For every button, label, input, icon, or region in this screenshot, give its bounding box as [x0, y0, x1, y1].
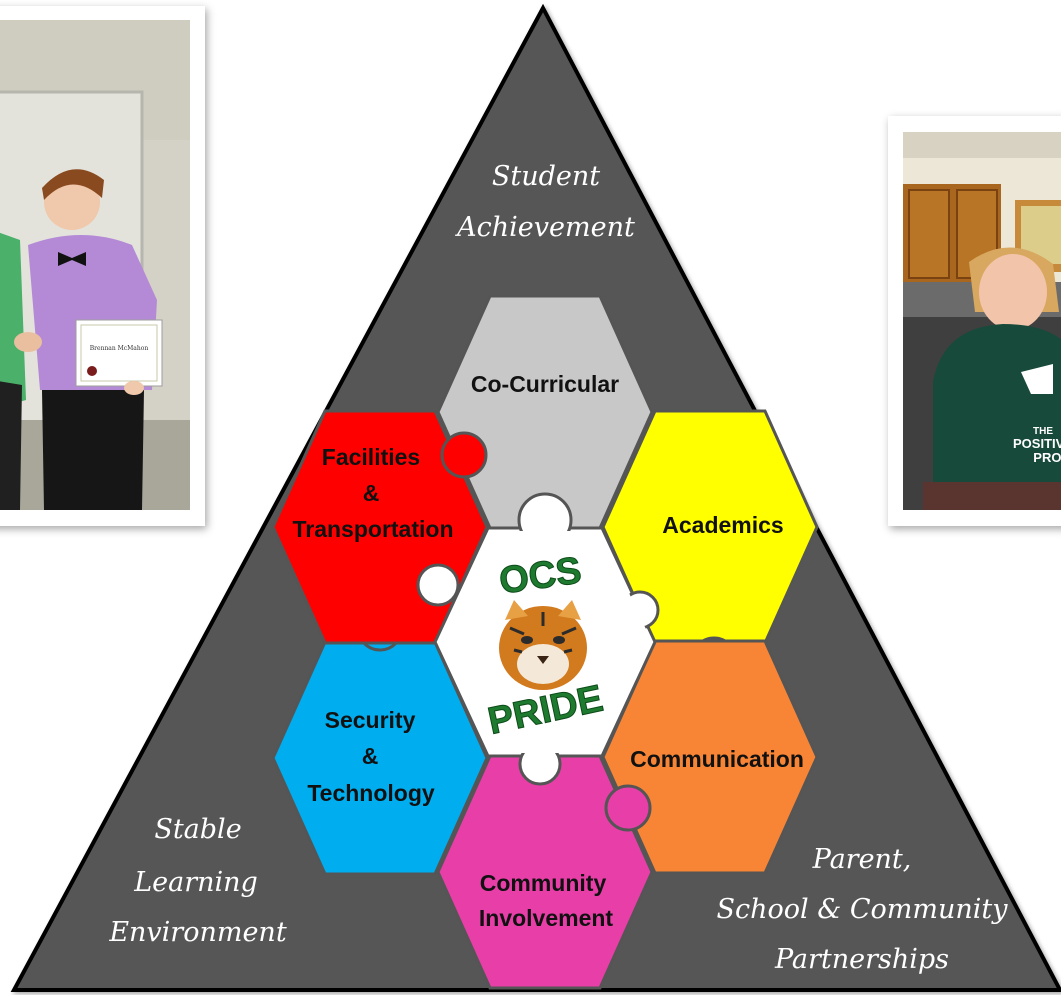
communication-label: Communication [630, 746, 804, 772]
shirt-text-3: PROJ [1033, 450, 1061, 465]
security-label-line1: Security [325, 707, 416, 733]
facilities-label-line2: & [363, 480, 380, 506]
security-label-line3: Technology [307, 780, 435, 806]
achievement-label: Achievement [454, 212, 635, 243]
teacher-photo: THE POSITIVE PROJ [903, 132, 1061, 510]
shirt-text-1: THE [1033, 426, 1053, 437]
left-photo-frame: Brennan McMahon [0, 6, 205, 526]
community-label-line2: Involvement [479, 905, 614, 931]
school-community-label: School & Community [717, 894, 1009, 925]
puzzle-piece-security-technology: Security & Technology [271, 604, 489, 876]
learning-label: Learning [133, 867, 258, 898]
award-photo: Brennan McMahon [0, 20, 190, 510]
community-label-line1: Community [480, 870, 607, 896]
stable-label: Stable [154, 814, 241, 845]
parent-label: Parent, [812, 844, 912, 875]
tiger-face-icon [499, 600, 587, 690]
partnerships-label: Partnerships [774, 944, 949, 975]
environment-label: Environment [108, 917, 287, 948]
right-photo-frame: THE POSITIVE PROJ [888, 116, 1061, 526]
puzzle-piece-communication: Communication [601, 639, 819, 875]
corner-left-label: Stable Learning Environment [108, 814, 287, 948]
shirt-text-2: POSITIVE [1013, 436, 1061, 451]
facilities-label-line1: Facilities [322, 444, 420, 470]
corner-top-label: Student Achievement [454, 161, 635, 243]
security-label-line2: & [362, 743, 379, 769]
corner-right-label: Parent, School & Community Partnerships [717, 844, 1009, 975]
student-label: Student [492, 161, 600, 192]
facilities-label-line3: Transportation [292, 516, 453, 542]
certificate-name: Brennan McMahon [90, 345, 149, 352]
academics-label: Academics [662, 512, 783, 538]
center-pride-piece: OCS PRIDE [416, 492, 660, 786]
co-curricular-label: Co-Curricular [471, 371, 619, 397]
